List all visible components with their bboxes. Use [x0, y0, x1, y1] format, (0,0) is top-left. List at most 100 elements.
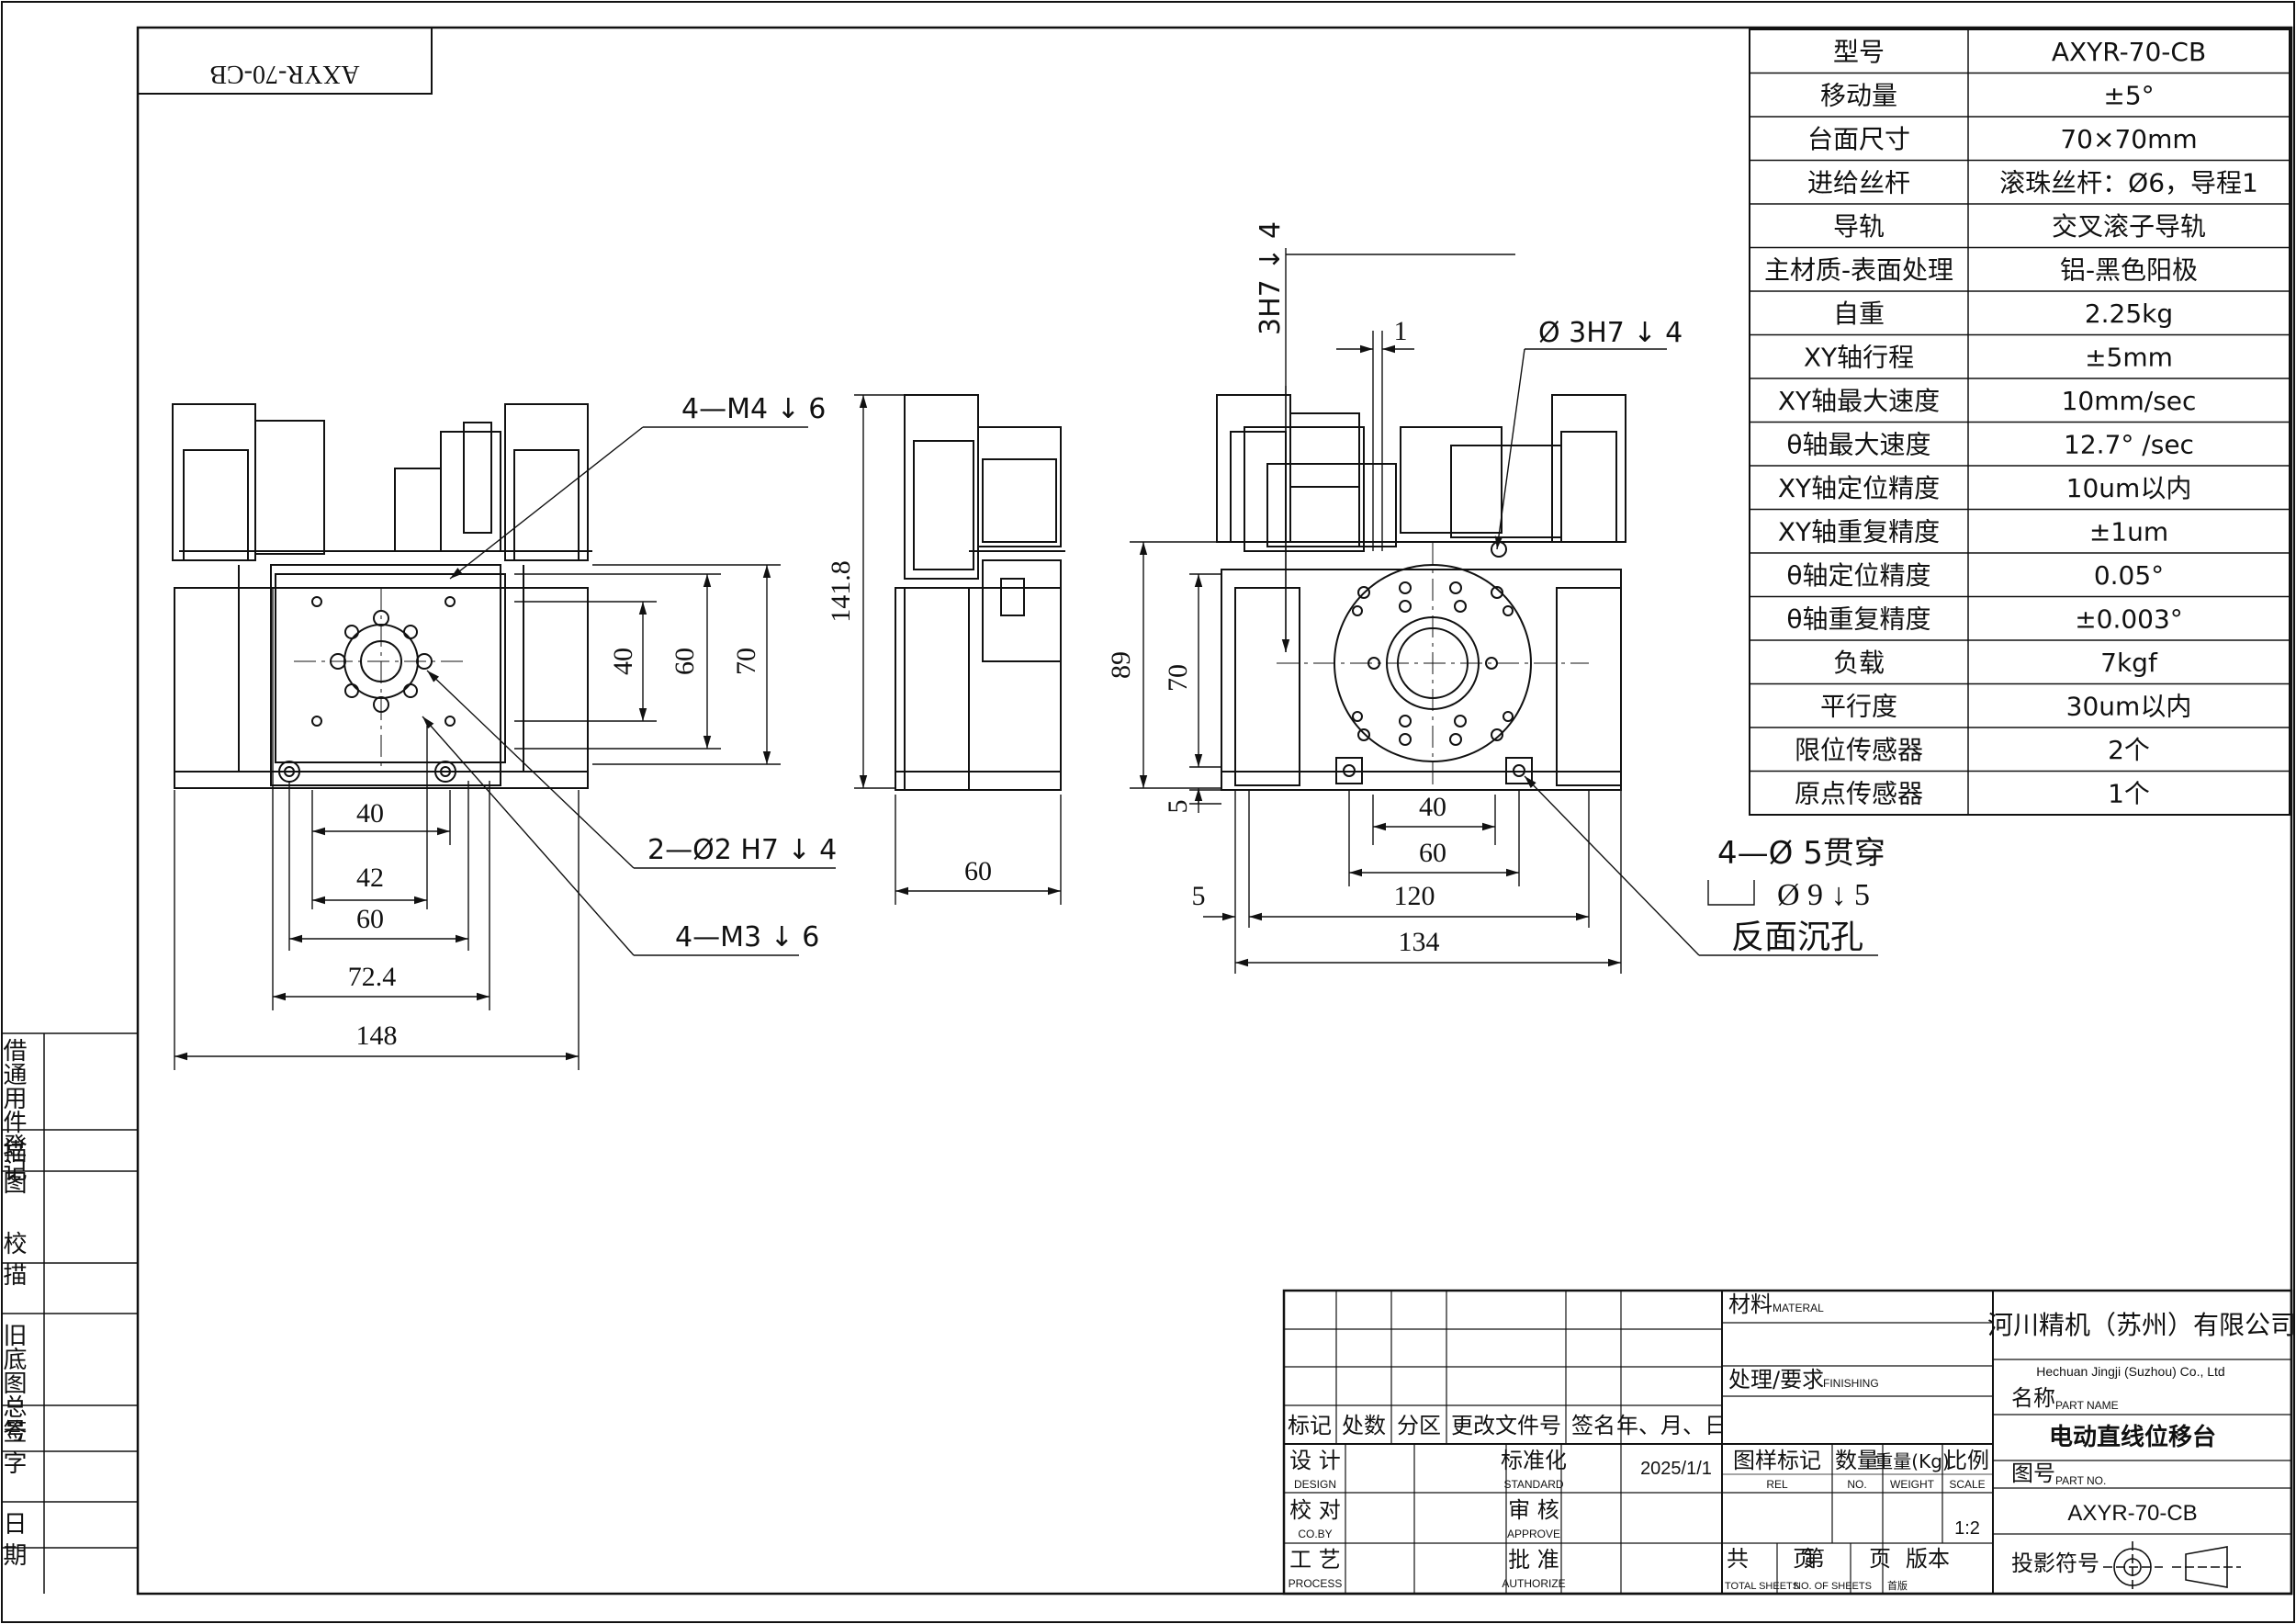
rear-callout-gap: 1: [1394, 316, 1408, 346]
front-view-dimensions: [174, 426, 836, 1070]
process-label-en: PROCESS: [1289, 1577, 1343, 1590]
front-view-dim-text: 40 42 60 72.4 148 40 60 70 4—M4 ↓ 6 2—Ø2…: [348, 393, 838, 1051]
version-label-en: 首版: [1887, 1579, 1908, 1592]
rear-view-centerlines: [1277, 542, 1589, 790]
approve-label-en: APPROVE: [1507, 1528, 1560, 1540]
spec-label: θ轴最大速度: [1786, 430, 1930, 460]
rel-label-en: REL: [1766, 1478, 1788, 1491]
spec-label: θ轴定位精度: [1786, 560, 1930, 591]
spec-value: 1个: [2108, 779, 2150, 809]
margin-label-5: 签 字: [0, 1419, 27, 1474]
rear-vdim-70: 70: [1163, 664, 1193, 692]
part-name: 电动直线位移台: [2049, 1423, 2216, 1451]
material-label: 材料: [1728, 1291, 1773, 1317]
rear-callout-holes: 4—Ø 5贯穿: [1717, 835, 1885, 872]
rear-callout-pin-side: 3H7 ↓ 4: [1255, 221, 1287, 335]
rear-vdim-89: 89: [1106, 651, 1136, 679]
spec-value: 10mm/sec: [2062, 386, 2197, 416]
spec-value: 2个: [2108, 735, 2150, 765]
spec-label: 导轨: [1833, 211, 1885, 242]
margin-label-6: 日 期: [0, 1511, 27, 1566]
rear-dim-40: 40: [1419, 792, 1446, 822]
scale-value: 1:2: [1954, 1518, 1980, 1539]
standard-label-en: STANDARD: [1503, 1478, 1563, 1491]
design-date: 2025/1/1: [1640, 1459, 1712, 1479]
rear-dim-134: 134: [1399, 927, 1440, 957]
callout-pin: 2—Ø2 H7 ↓ 4: [647, 834, 837, 866]
callout-m3: 4—M3 ↓ 6: [675, 921, 819, 953]
check-label: 校 对: [1289, 1497, 1341, 1523]
rev-header-sign: 签名: [1571, 1413, 1615, 1438]
rear-callout-pin-top: Ø 3H7 ↓ 4: [1538, 317, 1683, 349]
standard-label: 标准化: [1501, 1448, 1567, 1473]
title-block: [1282, 1289, 2293, 1596]
spec-label: 移动量: [1820, 81, 1897, 111]
spec-label: θ轴重复精度: [1786, 604, 1930, 635]
qty-label-en: NO.: [1847, 1478, 1866, 1491]
sheet-no-en: NO. OF SHEETS: [1794, 1581, 1872, 1592]
spec-value: 交叉滚子导轨: [2052, 211, 2206, 242]
side-view-dimensions: [854, 394, 1062, 905]
rev-header-zone: 分区: [1397, 1413, 1441, 1438]
spec-value: 2.25kg: [2085, 299, 2173, 329]
rear-dim-5: 5: [1192, 881, 1206, 911]
finish-label: 处理/要求: [1728, 1367, 1824, 1393]
rear-view-dimensions: [1130, 248, 1878, 974]
spec-value: 70×70mm: [2060, 124, 2197, 154]
title-block-text: 标记 处数 分区 更改文件号 签名 年、月、日 设 计 DESIGN 校 对 C…: [1288, 1291, 2296, 1592]
check-label-en: CO.BY: [1298, 1528, 1332, 1540]
rear-dim-60: 60: [1419, 838, 1446, 868]
spec-label: 主材质-表面处理: [1764, 255, 1953, 286]
qty-label: 数量: [1835, 1448, 1879, 1473]
side-dim-60: 60: [964, 856, 992, 886]
spec-label: 原点传感器: [1795, 779, 1923, 809]
spec-value: 铝-黑色阳极: [2060, 255, 2198, 286]
side-view: [895, 394, 1065, 791]
weight-label-en: WEIGHT: [1890, 1478, 1935, 1491]
weight-label: 重量(Kg): [1874, 1450, 1949, 1472]
left-margin-labels: 借通用件登记 描 图 校 描 旧底图总号 签 字 日 期: [0, 1038, 27, 1566]
version-label: 版本: [1906, 1546, 1950, 1572]
spec-label: XY轴定位精度: [1778, 473, 1940, 503]
front-vdim-40: 40: [608, 648, 638, 675]
rear-callout-counterbore-note: 反面沉孔: [1731, 919, 1863, 956]
spec-value: 12.7° /sec: [2064, 430, 2194, 460]
spec-label: 限位传感器: [1795, 735, 1923, 765]
spec-label: 进给丝杆: [1807, 168, 1910, 198]
part-no-label: 图号: [2011, 1460, 2055, 1486]
front-dim-40: 40: [356, 798, 384, 829]
rev-header-doc: 更改文件号: [1451, 1413, 1561, 1438]
company-en: Hechuan Jingji (Suzhou) Co., Ltd: [2036, 1364, 2224, 1379]
spec-value: ±1um: [2089, 517, 2168, 547]
part-no-label-en: PART NO.: [2055, 1474, 2106, 1487]
front-dim-60: 60: [356, 904, 384, 934]
spec-label: 自重: [1833, 299, 1885, 329]
drawing-frame: [136, 26, 2293, 1596]
stamp-text: AXYR-70-CB: [209, 60, 359, 88]
spec-value: 30um以内: [2066, 692, 2192, 722]
front-dim-148: 148: [356, 1021, 398, 1051]
margin-label-3: 校 描: [0, 1231, 27, 1286]
design-label-en: DESIGN: [1294, 1478, 1336, 1491]
spec-value: 7kgf: [2100, 648, 2158, 678]
design-label: 设 计: [1289, 1448, 1341, 1473]
rev-header-mark: 标记: [1288, 1413, 1332, 1438]
front-dim-42: 42: [356, 863, 384, 893]
front-view-centerlines: [294, 588, 468, 772]
spec-value: ±0.003°: [2075, 604, 2183, 635]
spec-value: 0.05°: [2094, 560, 2164, 591]
spec-value: AXYR-70-CB: [2052, 37, 2206, 67]
spec-label: XY轴行程: [1804, 343, 1914, 373]
scale-label-en: SCALE: [1949, 1478, 1985, 1491]
margin-label-2: 描 图: [0, 1139, 27, 1194]
side-view-dim-text: 141.8 60: [826, 560, 992, 886]
spec-label: 台面尺寸: [1807, 124, 1910, 154]
part-no: AXYR-70-CB: [2067, 1501, 2197, 1526]
front-vdim-60: 60: [670, 648, 700, 675]
rev-header-date: 年、月、日: [1616, 1413, 1727, 1438]
scale-label: 比例: [1945, 1448, 1989, 1473]
spec-value: 滚珠丝杆：Ø6，导程1: [1999, 168, 2258, 198]
